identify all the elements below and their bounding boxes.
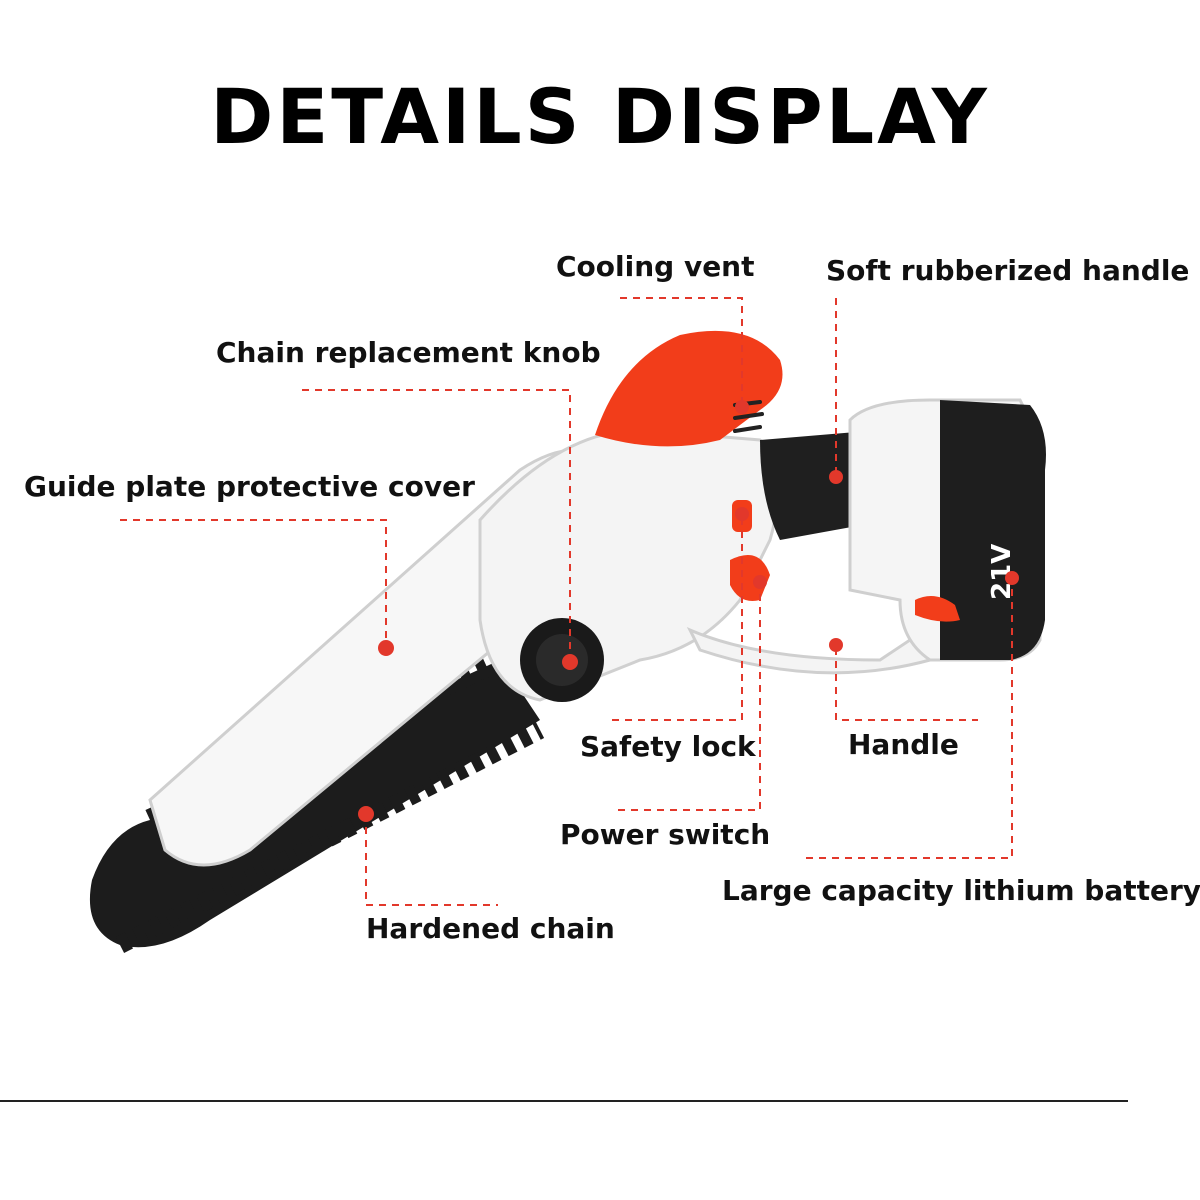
battery-pack: 21V bbox=[848, 398, 1046, 662]
label-cooling-vent: Cooling vent bbox=[556, 250, 755, 283]
label-power-switch: Power switch bbox=[560, 818, 771, 851]
page-title: DETAILS DISPLAY bbox=[210, 72, 990, 161]
label-battery: Large capacity lithium battery bbox=[722, 874, 1200, 907]
label-chain-knob: Chain replacement knob bbox=[216, 336, 601, 369]
label-hardened-chain: Hardened chain bbox=[366, 912, 615, 945]
leader-lines bbox=[120, 297, 1013, 906]
label-soft-handle: Soft rubberized handle bbox=[826, 254, 1190, 287]
main-body bbox=[478, 330, 783, 702]
callout-dots bbox=[358, 400, 1019, 822]
label-safety-lock: Safety lock bbox=[580, 730, 756, 763]
chain-bar bbox=[89, 649, 545, 954]
label-handle: Handle bbox=[848, 728, 959, 761]
label-guide-cover: Guide plate protective cover bbox=[24, 470, 475, 503]
bottom-divider bbox=[0, 1100, 1128, 1102]
